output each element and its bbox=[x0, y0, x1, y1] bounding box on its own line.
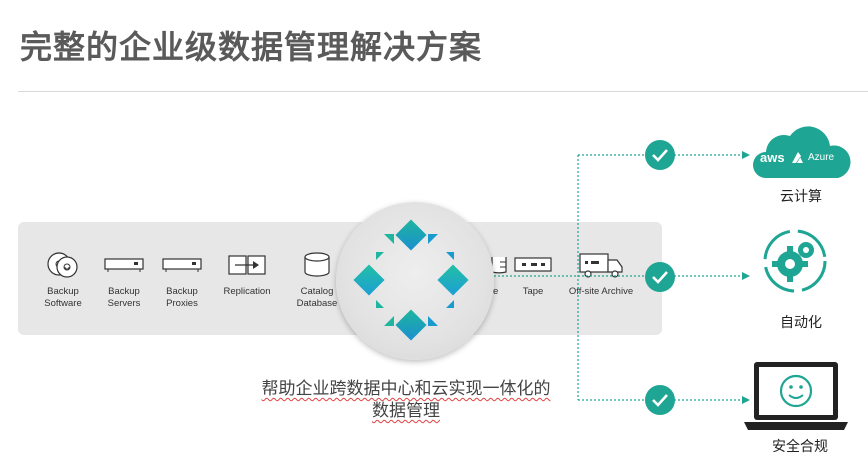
database-icon bbox=[304, 252, 330, 277]
tagline-line2: 数据管理 bbox=[372, 401, 440, 420]
server-icon bbox=[104, 258, 144, 272]
pipeline-item-label: Backup Software bbox=[44, 286, 82, 309]
pipeline-item-label: Off-site Archive bbox=[568, 286, 634, 297]
pipeline-item-label: Backup Servers bbox=[107, 286, 141, 309]
backup-software-icon bbox=[47, 252, 78, 278]
check-icon bbox=[645, 385, 675, 415]
gear-icon bbox=[763, 229, 827, 293]
pipeline-item-backup-software: Backup Software bbox=[28, 250, 98, 310]
proxy-icon bbox=[162, 258, 202, 272]
tagline: 帮助企业跨数据中心和云实现一体化的 数据管理 bbox=[236, 378, 576, 422]
aws-logo: aws bbox=[760, 150, 785, 165]
laptop-icon bbox=[744, 362, 848, 430]
pipeline-item-backup-proxies: Backup Proxies bbox=[147, 250, 217, 310]
check-icon bbox=[645, 140, 675, 170]
tagline-line1: 帮助企业跨数据中心和云实现一体化的 bbox=[261, 379, 551, 398]
commvault-logo bbox=[353, 219, 469, 341]
pipeline-item-tape: Tape bbox=[498, 250, 568, 298]
pipeline-item-label: Tape bbox=[522, 286, 544, 297]
destination-compliance-label: 安全合规 bbox=[772, 438, 828, 454]
pipeline-item-label: Backup Proxies bbox=[166, 286, 198, 309]
cloud-icon bbox=[753, 126, 851, 178]
pipeline-item-label: Catalog Database bbox=[296, 286, 338, 309]
page-title: 完整的企业级数据管理解决方案 bbox=[20, 29, 483, 65]
pipeline-item-backup-servers: Backup Servers bbox=[89, 250, 159, 310]
pipeline-item-replication: Replication bbox=[212, 250, 282, 298]
pipeline-item-label: Replication bbox=[223, 286, 271, 297]
azure-logo-icon bbox=[792, 152, 803, 163]
check-icon bbox=[645, 262, 675, 292]
hub-circle bbox=[336, 202, 494, 360]
title-divider bbox=[18, 91, 868, 92]
truck-icon bbox=[579, 253, 623, 278]
storage-icon bbox=[491, 257, 507, 274]
azure-label: Azure bbox=[808, 152, 835, 163]
destination-automation-label: 自动化 bbox=[780, 314, 822, 330]
pipeline-item-catalog-database: Catalog Database bbox=[282, 250, 352, 310]
pipeline-item-offsite-archive: Off-site Archive bbox=[566, 250, 636, 298]
replication-icon bbox=[228, 255, 266, 275]
destination-cloud-label: 云计算 bbox=[780, 188, 822, 204]
tape-icon bbox=[514, 257, 552, 272]
